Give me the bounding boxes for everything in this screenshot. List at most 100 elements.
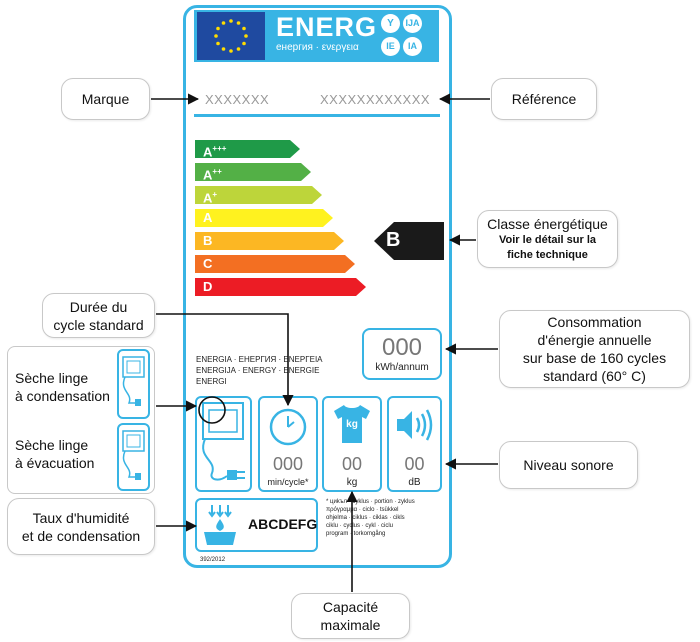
class-superscript: +++: [212, 144, 227, 153]
rating-letter: B: [386, 229, 401, 251]
callout-text: Niveau sonore: [523, 457, 614, 473]
condensation-icon: [204, 505, 236, 545]
callout-text: Référence: [511, 91, 577, 107]
eu-star-icon: [221, 47, 226, 51]
noise-unit: dB: [408, 477, 421, 488]
energy-unit: kWh/annum: [375, 362, 429, 373]
callout-cycle-duration: Durée du cycle standard: [42, 293, 155, 338]
class-letter: A: [203, 167, 213, 183]
footnote-line: ciklu · cyclus · cykl · ciclu: [326, 523, 394, 529]
class-arrow: [195, 255, 355, 273]
class-arrow: [195, 163, 311, 181]
class-arrow: [195, 186, 322, 204]
class-letter: B: [203, 233, 213, 248]
callout-text: standard (60° C): [543, 368, 646, 384]
callout-text: Taux d'humidité: [32, 509, 130, 526]
callout-text: maximale: [320, 617, 381, 633]
footnote-line: program · torkomgång: [326, 531, 386, 537]
callout-text: Consommation: [547, 314, 642, 330]
vented-dryer-icon: [117, 423, 150, 491]
callout-condensation: Taux d'humidité et de condensation: [7, 498, 155, 555]
eu-star-icon: [216, 26, 220, 31]
eu-star-icon: [229, 49, 233, 53]
divider: [194, 114, 440, 117]
callout-subtext: fiche technique: [507, 249, 588, 261]
callout-text: Classe énergétique: [487, 216, 608, 232]
eu-star-icon: [214, 34, 218, 38]
clock-icon: [269, 408, 307, 446]
footnote: * циkъл · cyklus · portion · zyklus πρόγ…: [326, 498, 415, 538]
dryer-plug-icon: [122, 356, 145, 406]
callout-text: et de condensation: [21, 527, 141, 544]
noise-value: 00: [404, 454, 425, 474]
callout-text: Marque: [81, 91, 130, 107]
footnote-line: * циkъл · cyklus · portion · zyklus: [326, 499, 415, 505]
class-letter: A: [203, 210, 213, 225]
energy-value: 000: [381, 334, 423, 361]
lang-badge: IA: [403, 37, 422, 56]
brand-placeholder: XXXXXXX: [205, 92, 270, 107]
footnote-line: ohjelma · ciklus · ciklas · cikls: [326, 515, 405, 521]
regulation-number: 392/2012: [200, 557, 226, 563]
condenser-dryer-icon: [117, 349, 150, 419]
eu-star-icon: [236, 47, 241, 51]
vented-dryer-label: Sèche linge à évacuation: [15, 436, 94, 472]
callout-text: Capacité: [322, 599, 379, 615]
energy-words-line: ENERGIA · ЕНЕРГИЯ · ЕΝΕΡΓΕΙΑ: [196, 355, 323, 364]
noise-box: [387, 396, 442, 492]
class-arrow: [195, 209, 333, 227]
class-superscript: ++: [212, 167, 222, 176]
eu-flag-icon: [197, 12, 265, 60]
capacity-unit: kg: [346, 477, 358, 488]
reference-placeholder: XXXXXXXXXXXX: [320, 92, 431, 107]
callout-marque: Marque: [61, 78, 150, 120]
eu-star-icon: [229, 19, 233, 23]
class-arrow: [195, 232, 344, 250]
energy-words-line: ENERGI: [196, 377, 227, 386]
callout-line: à condensation: [15, 388, 110, 404]
callout-text: Durée du: [69, 298, 128, 315]
callout-line: Sèche linge: [15, 370, 89, 386]
callout-text: sur base de 160 cycles: [522, 350, 667, 366]
class-letter: A: [203, 144, 213, 160]
eu-star-icon: [221, 21, 226, 25]
class-letter: D: [203, 279, 213, 294]
lang-badge: IJA: [403, 14, 422, 33]
callout-text: d'énergie annuelle: [537, 332, 652, 348]
callout-line: à évacuation: [15, 455, 95, 471]
tshirt-icon-text: kg: [346, 419, 358, 430]
dryer-type-highlight: [198, 396, 226, 424]
dryer-types-panel: [7, 346, 155, 494]
callout-text: cycle standard: [53, 316, 144, 333]
energy-header-text: ENERG: [276, 12, 378, 42]
speaker-icon: [397, 409, 433, 441]
eu-star-icon: [244, 34, 248, 38]
capacity-value: 00: [341, 454, 363, 474]
condensation-class: ABCDEFG: [248, 516, 318, 532]
condenser-dryer-label: Sèche linge à condensation: [15, 369, 110, 405]
callout-energy-class: Classe énergétique Voir le détail sur la…: [477, 210, 618, 268]
cycle-value: 000: [272, 454, 304, 474]
eu-star-icon: [216, 41, 220, 46]
dryer-plug-icon: [122, 430, 145, 480]
callout-noise-level: Niveau sonore: [499, 441, 638, 489]
lang-badge: IE: [381, 37, 400, 56]
energy-consumption-box: [362, 328, 442, 380]
class-arrow: [195, 278, 366, 296]
class-superscript: +: [212, 190, 218, 199]
callout-energy-consumption: Consommation d'énergie annuelle sur base…: [499, 310, 690, 388]
callout-reference: Référence: [491, 78, 597, 120]
cycle-unit: min/cycle*: [267, 477, 309, 487]
eu-star-icon: [242, 26, 246, 31]
dryer-type-box: [195, 396, 252, 492]
callout-line: Sèche linge: [15, 437, 89, 453]
energy-words: ENERGIA · ЕНЕРГИЯ · ЕΝΕΡΓΕΙΑ ENERGIJA · …: [196, 354, 323, 387]
callout-capacity: Capacité maximale: [291, 593, 410, 639]
eu-star-icon: [236, 21, 241, 25]
energy-words-line: ENERGIJA · ENERGY · ENERGIE: [196, 366, 320, 375]
class-letter: C: [203, 256, 213, 271]
footnote-line: πρόγραμμα · ciclo · tsükkel: [326, 507, 399, 513]
lang-badge: Y: [381, 14, 400, 33]
class-arrow: [195, 140, 300, 158]
